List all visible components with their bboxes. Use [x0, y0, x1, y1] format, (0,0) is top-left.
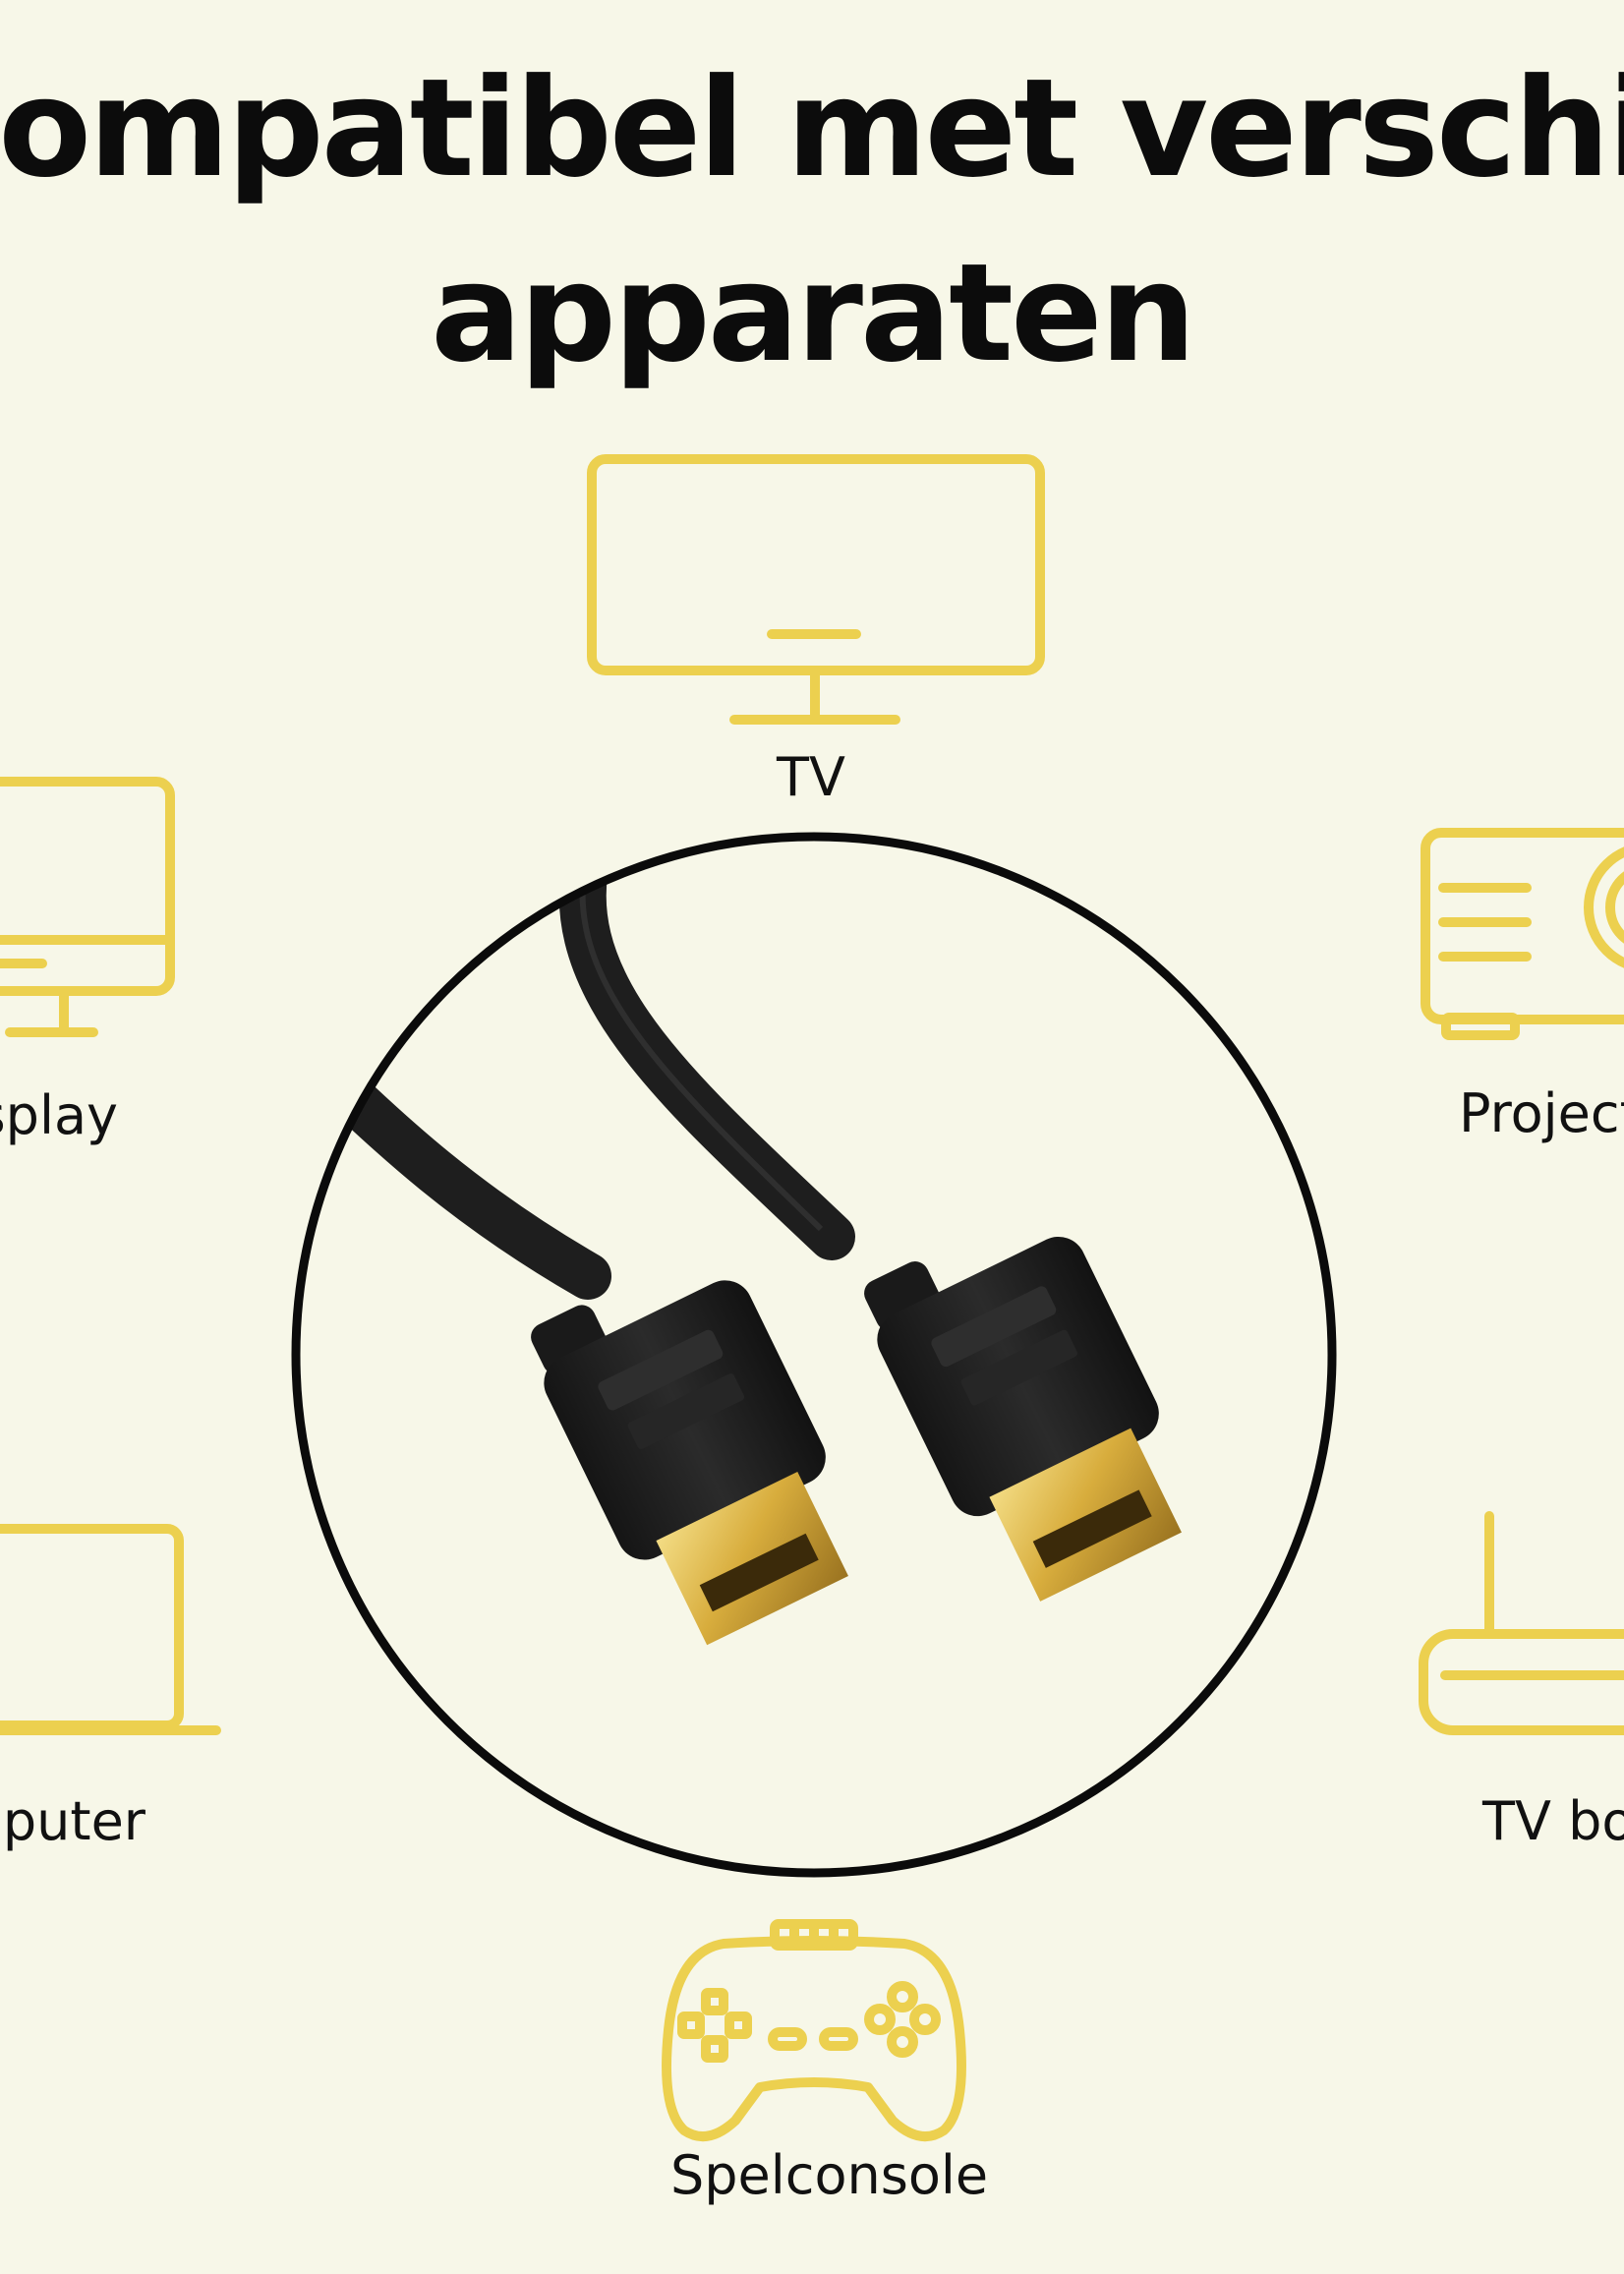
device-label-game-console: Spelconsole	[670, 2144, 989, 2206]
page-title: Compatibel met verschillende	[0, 49, 1624, 207]
laptop-icon	[0, 1524, 221, 1735]
device-label-projector: Projector	[1459, 1082, 1624, 1144]
monitor-icon	[0, 777, 175, 1037]
device-label-computer: Computer	[0, 1790, 145, 1852]
projector-icon	[1421, 828, 1624, 1040]
tv-icon	[587, 454, 1045, 725]
device-label-tv: TV	[777, 746, 845, 808]
device-label-tv-box: TV box	[1482, 1790, 1624, 1852]
page-title-continued: apparaten	[431, 234, 1196, 392]
device-label-display: Display	[0, 1084, 118, 1146]
router-icon	[1419, 1511, 1624, 1735]
gamepad-icon	[662, 1919, 966, 2142]
